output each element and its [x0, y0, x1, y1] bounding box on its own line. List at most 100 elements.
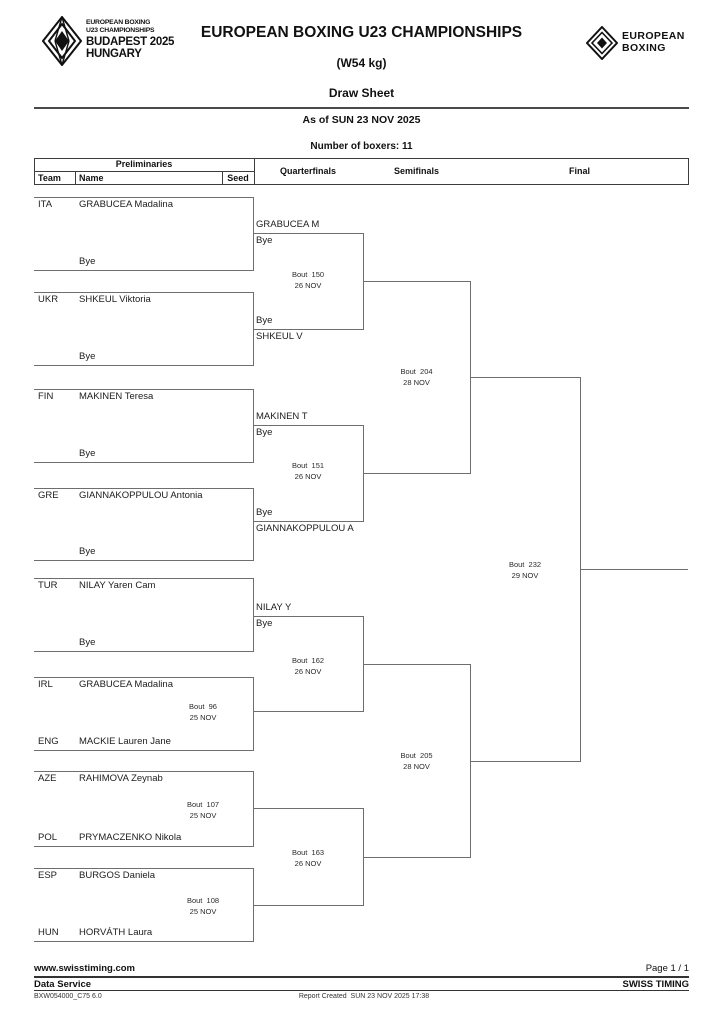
bracket-line — [34, 651, 253, 652]
bout-163-label: Bout 163 26 NOV — [253, 847, 363, 869]
bracket-line — [253, 677, 254, 751]
weight-category: (W54 kg) — [336, 56, 387, 70]
bout-151-label: Bout 151 26 NOV — [253, 460, 363, 482]
qf3-top-name: NILAY Y — [256, 602, 292, 613]
bracket-line — [253, 425, 363, 426]
prelim7-name: RAHIMOVA Zeynab — [79, 773, 163, 784]
bracket-line — [363, 233, 364, 330]
bracket-line — [253, 488, 254, 561]
bout-150-date: 26 NOV — [294, 281, 322, 290]
bout-108-date: 25 NOV — [189, 907, 217, 916]
table-divider — [222, 171, 223, 185]
federation-logo-text: EUROPEAN BOXING — [622, 30, 685, 54]
bout-232-date: 29 NOV — [511, 571, 539, 580]
bracket-line — [253, 808, 363, 809]
table-divider — [34, 171, 254, 172]
bracket-line — [253, 711, 363, 712]
bracket-line — [34, 750, 253, 751]
bracket-line — [34, 941, 253, 942]
header-divider — [34, 107, 689, 109]
qf2-top-note: Bye — [256, 427, 273, 438]
bout-163-number: Bout 163 — [291, 848, 325, 857]
bout-96-number: Bout 96 — [189, 702, 217, 711]
bout-232-label: Bout 232 29 NOV — [470, 559, 580, 581]
prelim8-team: ESP — [38, 870, 58, 881]
footer-divider — [34, 976, 689, 978]
bout-151-date: 26 NOV — [294, 472, 322, 481]
prelim1-name: GRABUCEA Madalina — [79, 199, 173, 210]
prelim7-team: AZE — [38, 773, 57, 784]
prelim5-name: NILAY Yaren Cam — [79, 580, 156, 591]
federation-logo-line-1: EUROPEAN — [622, 30, 685, 42]
boxer-count: Number of boxers: 11 — [310, 141, 413, 152]
bracket-line — [253, 233, 363, 234]
prelim6-opp-name: MACKIE Lauren Jane — [79, 736, 171, 747]
prelim7-opp-team: POL — [38, 832, 58, 843]
event-logo-text: EUROPEAN BOXING U23 CHAMPIONSHIPS BUDAPE… — [86, 19, 174, 60]
bracket-line — [34, 868, 253, 869]
bracket-line — [253, 616, 363, 617]
bracket-line — [253, 292, 254, 366]
prelim1-bye: Bye — [79, 256, 96, 267]
bracket-line — [34, 197, 253, 198]
bracket-line — [580, 377, 581, 762]
bracket-line — [253, 771, 254, 847]
prelim3-bye: Bye — [79, 448, 96, 459]
bout-107-date: 25 NOV — [189, 811, 217, 820]
bout-107-number: Bout 107 — [186, 800, 220, 809]
bout-96-date: 25 NOV — [189, 713, 217, 722]
column-header-name: Name — [79, 173, 104, 183]
bracket-line — [363, 425, 364, 522]
bout-150-number: Bout 150 — [291, 270, 325, 279]
bracket-line — [253, 905, 363, 906]
prelim3-name: MAKINEN Teresa — [79, 391, 154, 402]
prelim8-name: BURGOS Daniela — [79, 870, 156, 881]
bout-163-date: 26 NOV — [294, 859, 322, 868]
bracket-line — [363, 808, 364, 906]
as-of-date: As of SUN 23 NOV 2025 — [302, 114, 421, 126]
prelim2-name: SHKEUL Viktoria — [79, 294, 151, 305]
qf3-top-note: Bye — [256, 618, 273, 629]
bracket-line — [363, 616, 364, 712]
bout-204-label: Bout 204 28 NOV — [363, 366, 470, 388]
bracket-line — [470, 664, 471, 858]
prelim5-team: TUR — [38, 580, 58, 591]
bout-204-number: Bout 204 — [400, 367, 433, 376]
document-type: Draw Sheet — [328, 86, 395, 100]
bout-205-number: Bout 205 — [400, 751, 433, 760]
bracket-line — [34, 270, 253, 271]
bout-107-label: Bout 107 25 NOV — [153, 799, 253, 821]
bracket-line — [253, 868, 254, 942]
footer-website: www.swisstiming.com — [34, 963, 136, 974]
bracket-line — [34, 365, 253, 366]
prelim5-bye: Bye — [79, 637, 96, 648]
column-header-team: Team — [38, 173, 61, 183]
bout-96-label: Bout 96 25 NOV — [153, 701, 253, 723]
bout-205-label: Bout 205 28 NOV — [363, 750, 470, 772]
footer-page-number: Page 1 / 1 — [645, 963, 689, 974]
prelim4-bye: Bye — [79, 546, 96, 557]
prelim4-name: GIANNAKOPPULOU Antonia — [79, 490, 203, 501]
bracket-line — [253, 521, 363, 522]
bracket-line — [34, 292, 253, 293]
bout-232-number: Bout 232 — [508, 560, 542, 569]
prelim2-bye: Bye — [79, 351, 96, 362]
bracket-line — [363, 473, 470, 474]
table-divider — [254, 158, 255, 185]
footer-report-created: Report Created SUN 23 NOV 2025 17:38 — [298, 993, 430, 1000]
prelim2-team: UKR — [38, 294, 59, 305]
bracket-line — [34, 846, 253, 847]
bracket-line — [34, 488, 253, 489]
bout-162-number: Bout 162 — [291, 656, 325, 665]
bracket-line — [34, 677, 253, 678]
bracket-line — [34, 389, 253, 390]
prelim6-name: GRABUCEA Madalina — [79, 679, 173, 690]
prelim4-team: GRE — [38, 490, 59, 501]
footer-divider-2 — [34, 990, 689, 991]
qf1-top-name: GRABUCEA M — [256, 219, 320, 230]
bracket-line — [363, 857, 470, 858]
footer-data-service: Data Service — [34, 979, 92, 990]
qf1-top-note: Bye — [256, 235, 273, 246]
qf2-top-name: MAKINEN T — [256, 411, 308, 422]
event-logo-line-1: EUROPEAN BOXING — [86, 19, 151, 26]
